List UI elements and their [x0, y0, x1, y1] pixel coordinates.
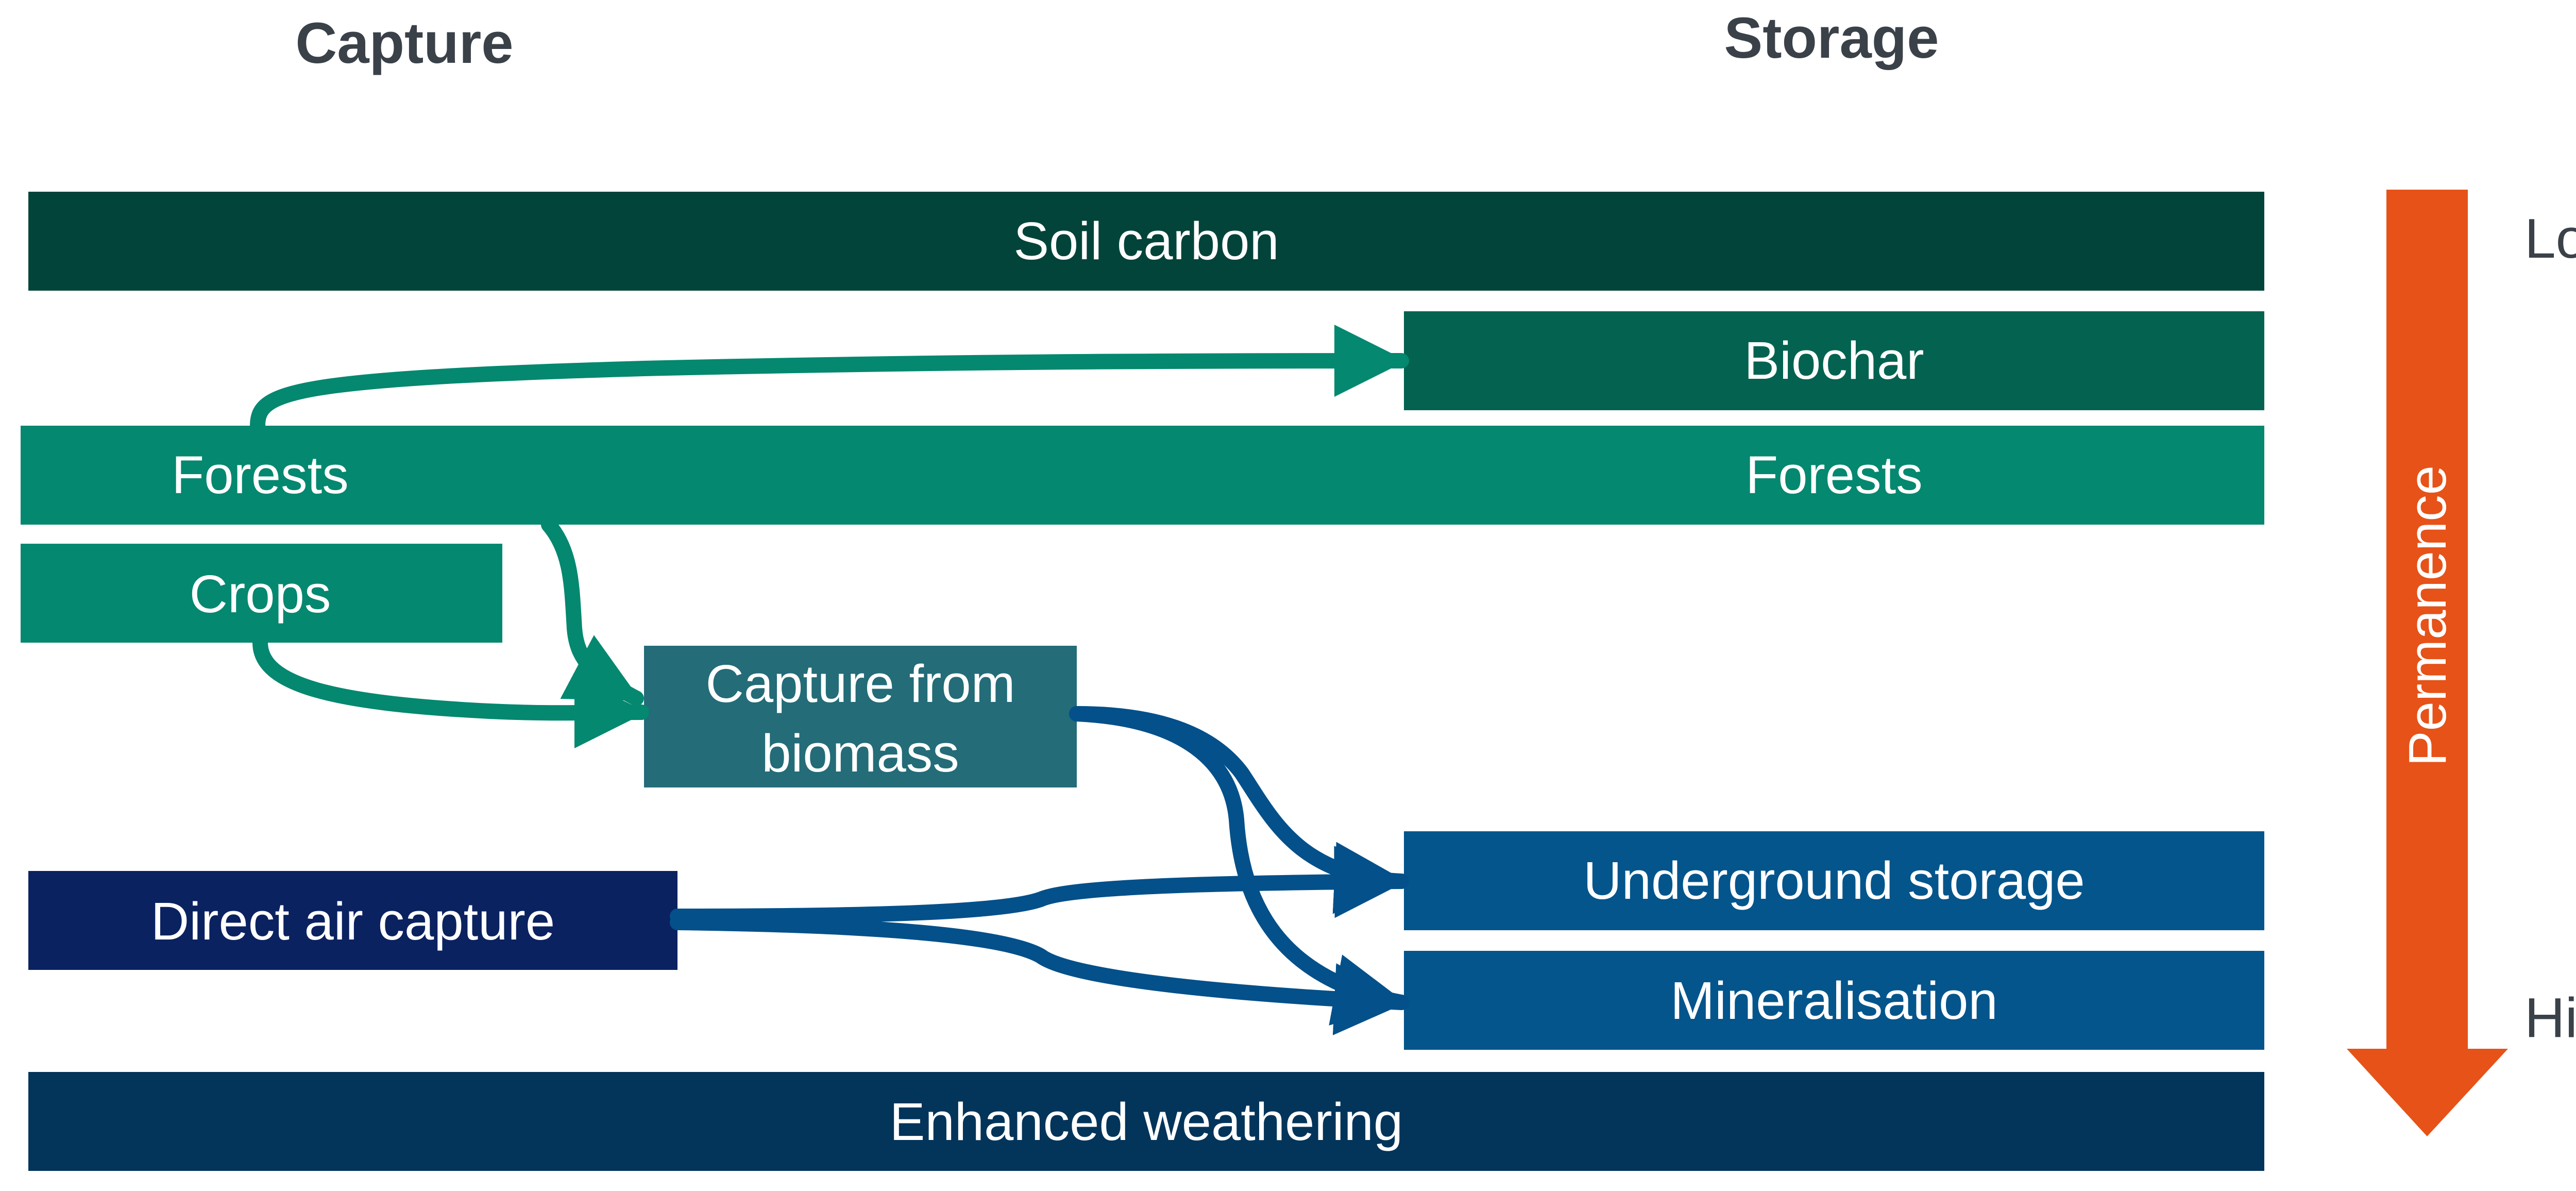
- forests-capture-label: Forests: [172, 445, 348, 505]
- soil-carbon-label: Soil carbon: [1013, 211, 1279, 271]
- capture-heading: Capture: [295, 11, 513, 75]
- flow-dac-to-underground: [670, 846, 1409, 924]
- biochar-box: [1404, 311, 2264, 410]
- mineralisation-label: Mineralisation: [1670, 971, 1997, 1030]
- enhanced-weathering-label: Enhanced weathering: [890, 1092, 1403, 1151]
- permanence-lower-label: Lower: [2524, 207, 2576, 270]
- enhanced-weathering-box: [28, 1072, 2264, 1171]
- crops-box: [21, 544, 502, 643]
- flow-forests-to-biomass: [541, 517, 644, 706]
- biochar-label: Biochar: [1744, 331, 1924, 390]
- capture-from-biomass-label-line2: biomass: [761, 724, 959, 783]
- crops-label: Crops: [190, 564, 331, 624]
- flow-biomass-to-mineralisation: [1069, 706, 1409, 1026]
- flow-crops-to-biomass: [252, 635, 649, 749]
- capture-from-biomass-box: [644, 646, 1077, 787]
- underground-storage-box: [1404, 831, 2264, 930]
- capture-from-biomass-label-line1: Capture from: [705, 654, 1015, 713]
- permanence-higher-label: Higher: [2524, 986, 2576, 1049]
- permanence-axis-label: Permanence: [2398, 465, 2457, 766]
- forests-storage-label: Forests: [1745, 445, 1922, 505]
- soil-carbon-box: [28, 192, 2264, 291]
- flow-forests-to-biochar: [250, 325, 1409, 433]
- forests-box: [21, 426, 2264, 525]
- direct-air-capture-label: Direct air capture: [151, 892, 555, 951]
- storage-heading: Storage: [1724, 6, 1939, 70]
- flow-dac-to-mineralisation: [670, 915, 1409, 1035]
- underground-storage-label: Underground storage: [1583, 851, 2084, 910]
- permanence-arrow: [2347, 190, 2508, 1136]
- direct-air-capture-box: [28, 871, 677, 970]
- mineralisation-box: [1404, 951, 2264, 1050]
